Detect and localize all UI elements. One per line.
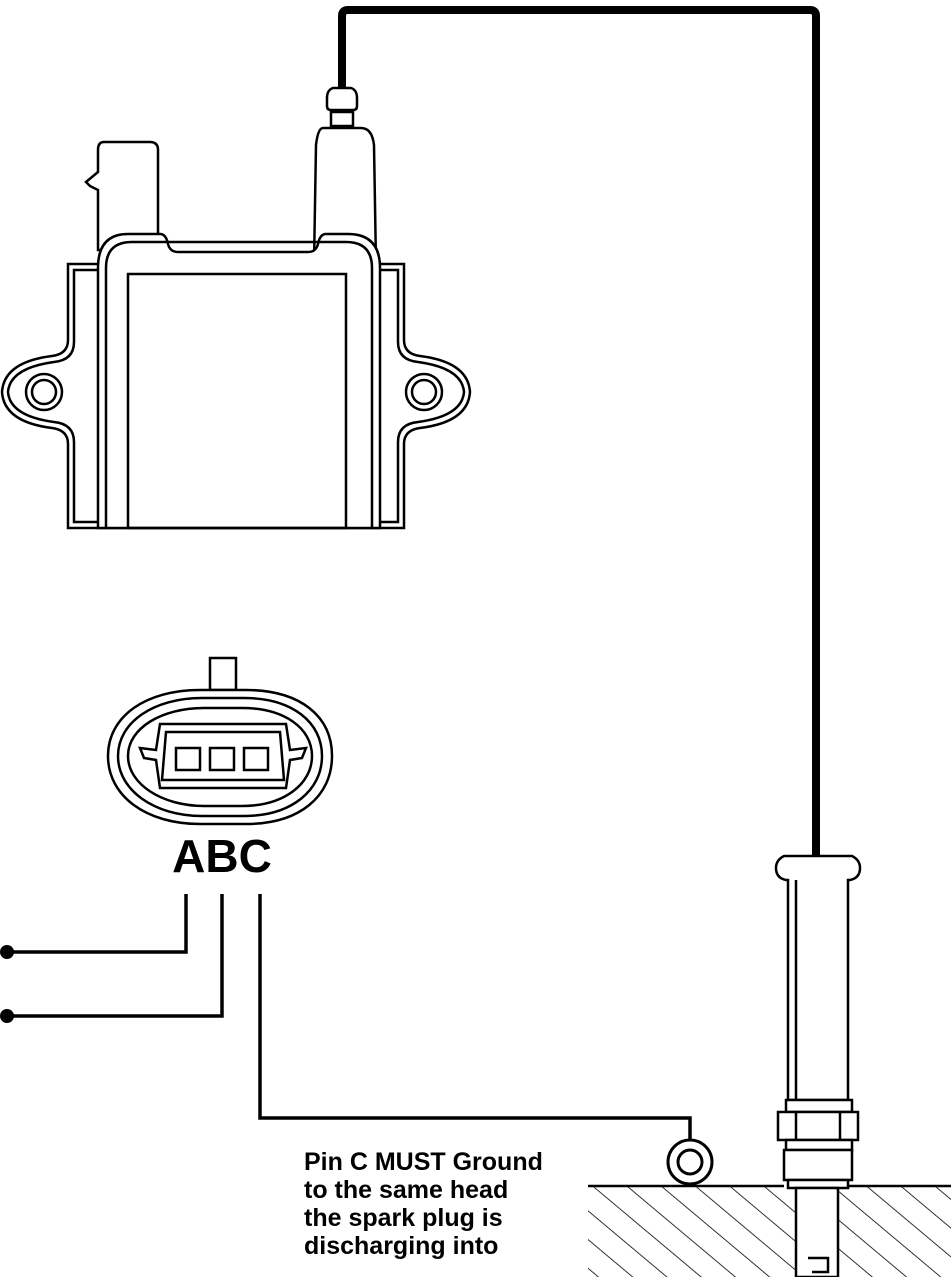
spark-plug-shank bbox=[794, 1186, 840, 1277]
ignition-coil-icon bbox=[0, 86, 472, 530]
connector-shell-middle bbox=[116, 696, 324, 818]
ground-ring-terminal-icon bbox=[666, 1138, 714, 1186]
connector-shell-inner bbox=[126, 706, 314, 808]
ground-instruction-note: Pin C MUST Ground to the same head the s… bbox=[304, 1148, 543, 1260]
connector-pin-b bbox=[208, 746, 236, 772]
wire-pin-c bbox=[258, 894, 692, 1140]
coil-mounting-hole-right bbox=[404, 372, 444, 412]
connector-wires bbox=[6, 894, 692, 1140]
connector-pin-housing bbox=[138, 722, 308, 790]
engine-head-ground bbox=[588, 1184, 951, 1277]
spark-plug-boot bbox=[774, 854, 862, 1102]
coil-window bbox=[126, 272, 348, 530]
spark-plug-electrode bbox=[808, 1256, 830, 1274]
note-line-1: Pin C MUST Ground bbox=[304, 1148, 543, 1176]
coil-body-inner bbox=[104, 240, 374, 528]
connector-pin-c bbox=[242, 746, 270, 772]
wire-a-end-dot bbox=[0, 945, 14, 959]
connector-key-tab bbox=[208, 656, 238, 692]
coil-tower-collar bbox=[329, 110, 355, 128]
three-pin-connector-icon bbox=[106, 656, 334, 826]
wire-pin-a bbox=[6, 894, 188, 954]
spark-plug-hex-bottom bbox=[784, 1138, 854, 1152]
coil-mounting-flange-inner bbox=[6, 268, 466, 524]
high-tension-lead bbox=[338, 6, 820, 856]
wire-pin-b bbox=[6, 894, 224, 1018]
wire-b-end-dot bbox=[0, 1009, 14, 1023]
spark-plug-gasket bbox=[786, 1178, 850, 1190]
coil-latch-tab bbox=[84, 140, 160, 252]
connector-shell-outer bbox=[106, 688, 334, 826]
coil-mounting-hole-right-inner bbox=[410, 378, 438, 406]
note-line-4: discharging into bbox=[304, 1232, 498, 1260]
note-line-2: to the same head bbox=[304, 1176, 508, 1204]
coil-tower-terminal bbox=[325, 86, 359, 112]
coil-mounting-hole-left-inner bbox=[30, 378, 58, 406]
spark-plug-icon bbox=[774, 854, 862, 1277]
note-line-3: the spark plug is bbox=[304, 1204, 503, 1232]
coil-mounting-hole-left bbox=[24, 372, 64, 412]
connector-pin-a bbox=[174, 746, 202, 772]
spark-plug-hex bbox=[776, 1110, 860, 1142]
connector-pin-labels: ABC bbox=[172, 830, 272, 882]
connector-pin-housing-inner bbox=[160, 730, 286, 782]
coil-body bbox=[96, 232, 382, 530]
spark-plug-hex-top bbox=[784, 1098, 854, 1114]
spark-plug-body bbox=[782, 1148, 854, 1182]
